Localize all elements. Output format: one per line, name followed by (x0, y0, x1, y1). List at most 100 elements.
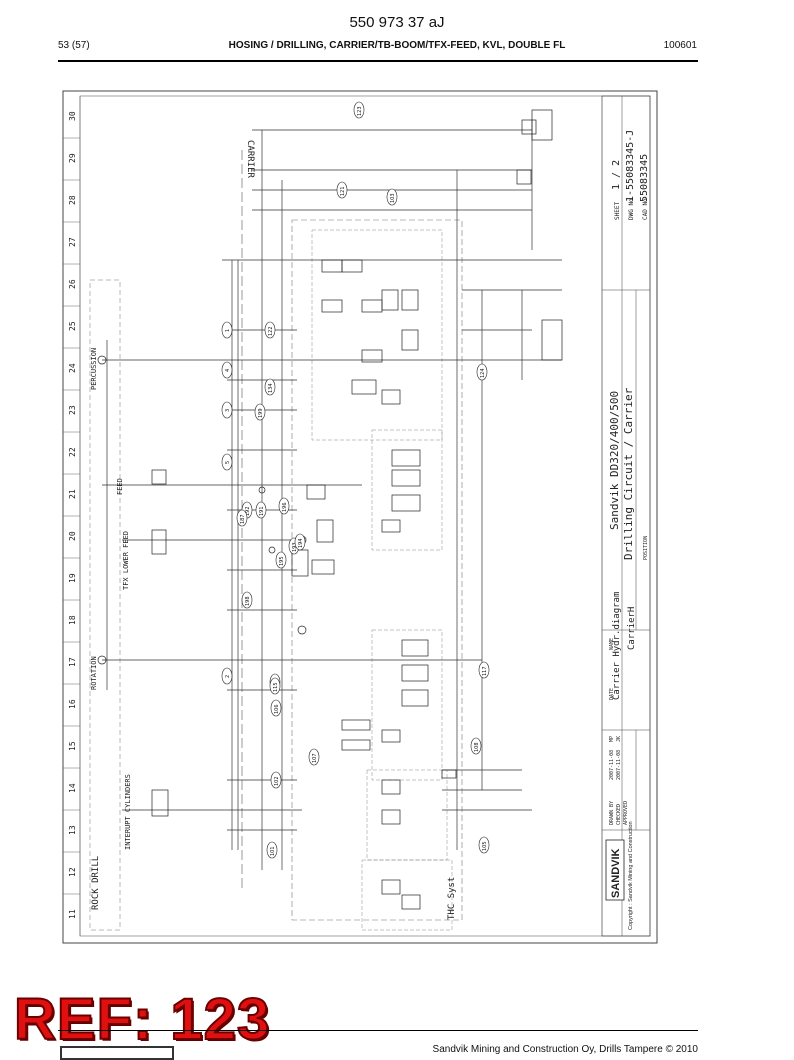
callout-number: 121 (340, 186, 346, 196)
rock-drill-zone (89, 279, 121, 931)
tfx-lower-feed-label: TFX LOWER FEED (122, 531, 130, 590)
callout-number: 123 (357, 106, 363, 116)
callout-number: 102 (274, 776, 280, 786)
callout-number: 1 (225, 329, 231, 332)
callout-number: 124 (480, 368, 486, 378)
company-name: SANDVIK (610, 848, 622, 898)
grid-column-label: 26 (68, 279, 77, 289)
section-title: HOSING / DRILLING, CARRIER/TB-BOOM/TFX-F… (228, 40, 566, 51)
valve-block-upper (311, 229, 443, 441)
title-block: SANDVIK Copyright : Sandvik Mining and C… (601, 95, 651, 937)
sheet-label: SHEET (614, 202, 621, 220)
rotation-label: ROTATION (90, 656, 98, 690)
callout-bubble (241, 591, 253, 609)
part-name: CarrierH (627, 607, 637, 650)
grid-column-label: 15 (68, 741, 77, 751)
callout-number: 101 (270, 846, 276, 856)
callout-bubble (270, 771, 282, 789)
callout-number: 196 (282, 502, 288, 512)
callout-number: 108 (474, 742, 480, 752)
callout-bubble (470, 737, 482, 755)
grid-column-label: 14 (68, 783, 77, 793)
position-label: POSITION (643, 536, 649, 560)
callout-number: 192 (245, 506, 251, 516)
callout-bubble (221, 361, 233, 379)
drawn-by-label: DRAWN BY (609, 801, 615, 825)
callout-bubble (478, 661, 490, 679)
hydraulic-lines (102, 129, 562, 831)
grid-column-label: 12 (68, 867, 77, 877)
drawing-number: 1-55083345-J (625, 130, 636, 202)
callout-bubble (236, 509, 248, 527)
valve-symbols (97, 109, 563, 910)
callout-number: 122 (268, 326, 274, 336)
drawn-date: 2007-11-08 (609, 750, 615, 780)
footer-rule (58, 1030, 698, 1031)
callout-number: 115 (273, 682, 279, 692)
grid-column-label: 25 (68, 321, 77, 331)
thc-system-label: THC Syst (447, 877, 457, 920)
callout-bubble (221, 453, 233, 471)
grid-column-label: 23 (68, 405, 77, 415)
product-name: Sandvik DD320/400/500 (608, 391, 621, 530)
valve-block-lower (371, 629, 443, 781)
page-number: 53 (57) (58, 40, 90, 51)
callout-number: 194 (298, 538, 304, 548)
callout-bubble (269, 677, 281, 695)
retract-cylinders-label: INTERUPT CYLINDERS (124, 774, 132, 850)
drawing-subtitle: Carrier Hydr.diagram (612, 592, 622, 700)
callout-bubble (308, 748, 320, 766)
reference-stamp: REF: 123 (13, 986, 271, 1053)
grid-column-label: 29 (68, 153, 77, 163)
callout-bubble (221, 321, 233, 339)
grid-column-label: 30 (68, 111, 77, 121)
callout-number: 134 (268, 383, 274, 393)
copyright-text: Copyright : Sandvik Mining and Construct… (628, 821, 634, 930)
grid-column-label: 24 (68, 363, 77, 373)
dwg-no-label: DWG No (628, 198, 635, 220)
sheet-number: 1 / 2 (611, 160, 622, 190)
rock-drill-label: ROCK DRILL (91, 856, 101, 910)
feed-label: FEED (116, 478, 124, 495)
logo-frame (60, 1046, 174, 1060)
drawing-title: Drilling Circuit / Carrier (622, 387, 635, 560)
callout-bubble (353, 101, 365, 119)
grid-column-label: 22 (68, 447, 77, 457)
ths-lower-block (361, 859, 453, 931)
grid-column-label: 27 (68, 237, 77, 247)
callout-bubble (270, 699, 282, 717)
callout-bubble (275, 551, 287, 569)
carrier-zone-label: CARRIER (245, 140, 255, 179)
callout-bubble (476, 363, 488, 381)
ths-block (366, 769, 448, 861)
grid-column-label: 17 (68, 657, 77, 667)
callout-number: 105 (482, 841, 488, 851)
header-rule (58, 60, 698, 62)
grid-column-label: 19 (68, 573, 77, 583)
callout-number: 195 (279, 556, 285, 566)
cad-number: 55083345 (639, 154, 650, 202)
callout-bubble (386, 188, 398, 206)
callout-number: 193 (292, 542, 298, 552)
drawing-frame (62, 90, 658, 944)
callout-bubble (255, 501, 267, 519)
grid-column-label: 16 (68, 699, 77, 709)
callout-number: 191 (259, 506, 265, 516)
approved-label: APPROVED (623, 801, 629, 825)
callout-number: 103 (390, 193, 396, 203)
footer-copyright: Sandvik Mining and Construction Oy, Dril… (432, 1044, 698, 1055)
callout-number: 117 (482, 666, 488, 676)
callout-bubble (221, 401, 233, 419)
carrier-valve-zone (291, 219, 463, 921)
sandvik-logo (605, 839, 625, 901)
grid-column-label: 21 (68, 489, 77, 499)
callout-bubble (294, 533, 306, 551)
drawn-name: MP (609, 736, 615, 742)
callout-number: 3 (225, 409, 231, 412)
callout-bubble (221, 667, 233, 685)
percussion-label: PERCUSSION (90, 348, 98, 390)
callout-number: 5 (225, 461, 231, 464)
callout-bubble (266, 841, 278, 859)
